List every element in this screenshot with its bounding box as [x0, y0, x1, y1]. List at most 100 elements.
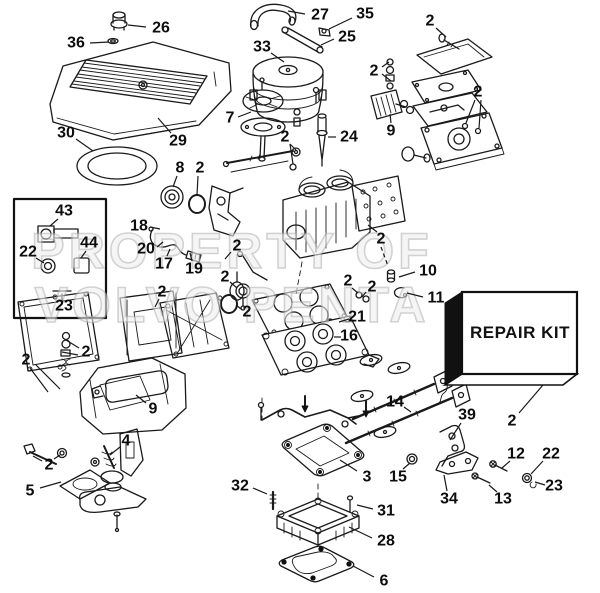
callout-2-16: 2 [196, 160, 205, 177]
float-assembly-drawing [23, 331, 187, 533]
leader-line-9 [389, 113, 392, 124]
flame-arrestor-drawing [249, 56, 327, 123]
leader-line-2 [380, 246, 389, 267]
leader-line-2 [235, 304, 242, 310]
fuel-pump-assembly-drawing [370, 33, 505, 171]
power-valve-drawing [220, 283, 370, 314]
leader-line-10 [398, 271, 416, 278]
part-10-11-drawing [386, 269, 408, 299]
needle-valve-drawing [289, 86, 328, 171]
leader-line-5 [39, 481, 62, 489]
callout-13-54: 13 [494, 491, 512, 508]
metering-gasket-drawing [351, 175, 406, 232]
callout-25-4: 25 [338, 29, 356, 46]
callout-20-22: 20 [137, 241, 155, 258]
bracket-39-drawing [439, 424, 466, 467]
air-cleaner-cover-drawing [49, 41, 232, 141]
leader-line-34 [443, 474, 448, 492]
choke-rod-drawing [242, 255, 268, 281]
callout-2-25: 2 [233, 238, 242, 255]
callout-2-26: 2 [221, 269, 230, 286]
inset-part-43-drawing [37, 225, 79, 243]
callout-11-31: 11 [428, 290, 445, 307]
callout-31-43: 31 [377, 503, 395, 520]
callout-16-35: 16 [340, 328, 358, 345]
leader-line-36 [89, 41, 110, 44]
leader-line-15 [402, 462, 411, 470]
watermark-line2: VOLVO PENTA [35, 277, 430, 333]
callout-32-42: 32 [231, 478, 249, 495]
callout-35-3: 35 [356, 6, 374, 23]
callout-2-29: 2 [377, 231, 386, 248]
pump-lever-drawing [160, 150, 294, 237]
leader-line-27 [287, 10, 306, 15]
leader-line-2 [61, 351, 79, 356]
repair-kit-side [444, 291, 463, 386]
leader-line-2 [65, 339, 80, 349]
leader-line-2 [518, 384, 544, 414]
callout-21-34: 21 [348, 309, 366, 326]
callout-22-52: 22 [542, 446, 560, 463]
callout-7-12: 7 [226, 110, 235, 127]
leader-line-18 [149, 226, 161, 230]
callout-15-47: 15 [389, 469, 407, 486]
callout-2-40: 2 [45, 457, 54, 474]
leader-line-44 [80, 250, 87, 259]
callout-44-18: 44 [80, 235, 98, 252]
leader-line-9 [135, 394, 147, 404]
callout-2-6: 2 [426, 13, 435, 30]
callout-24-14: 24 [340, 129, 358, 146]
cover-grommet-drawing [107, 11, 128, 45]
callout-2-50: 2 [508, 413, 517, 430]
callout-2-8: 2 [474, 84, 483, 101]
leader-line-2 [361, 291, 367, 298]
carburetor-body-drawing [229, 169, 406, 301]
leader-line-32 [252, 487, 268, 495]
callout-18-21: 18 [130, 218, 148, 235]
callout-4-39: 4 [122, 433, 131, 450]
repair-kit-bottom [442, 373, 580, 386]
leader-line-23 [534, 481, 546, 486]
fuel-bowl-drawing [17, 290, 230, 372]
callout-39-49: 39 [458, 407, 476, 424]
leader-line-2 [154, 298, 160, 308]
leader-line-2 [289, 143, 297, 151]
leader-line-13 [488, 484, 498, 493]
inset-part-22-drawing [40, 258, 56, 274]
leader-line-29 [157, 117, 172, 134]
callout-14-48: 14 [386, 394, 404, 411]
leader-line-2 [196, 175, 199, 196]
repair-kit-box: REPAIR KIT [442, 290, 580, 386]
leader-line-12 [501, 460, 511, 469]
leader-line-25 [320, 38, 335, 46]
leader-line-2 [381, 61, 390, 68]
callout-2-33: 2 [368, 279, 377, 296]
lever-34-drawing [435, 451, 479, 475]
leader-line-33 [270, 52, 285, 63]
leader-line-43 [49, 218, 59, 227]
callout-34-55: 34 [440, 491, 458, 508]
leader-line-2 [367, 224, 378, 233]
callout-27-2: 27 [311, 7, 329, 24]
choke-cover-drawing [240, 77, 286, 162]
leader-line-2 [229, 281, 238, 289]
callout-8-15: 8 [176, 160, 185, 177]
throttle-body-drawing [251, 283, 380, 499]
leader-line-31 [356, 504, 374, 510]
callout-29-11: 29 [169, 133, 187, 150]
leader-line-35 [328, 17, 353, 30]
callout-2-7: 2 [370, 63, 379, 80]
callout-22-19: 22 [19, 244, 37, 261]
watermark-line1: PROPERTY OF [31, 223, 432, 279]
seal-36-drawing [107, 37, 119, 45]
leader-line-14 [403, 406, 412, 413]
callout-2-36: 2 [22, 352, 31, 369]
leader-line-2 [351, 287, 359, 294]
callout-12-51: 12 [507, 446, 525, 463]
leader-line-2 [32, 455, 43, 462]
leader-line-20 [156, 241, 164, 248]
leader-line-2 [224, 251, 232, 260]
leader-line-21 [338, 318, 350, 323]
callout-30-10: 30 [57, 125, 75, 142]
